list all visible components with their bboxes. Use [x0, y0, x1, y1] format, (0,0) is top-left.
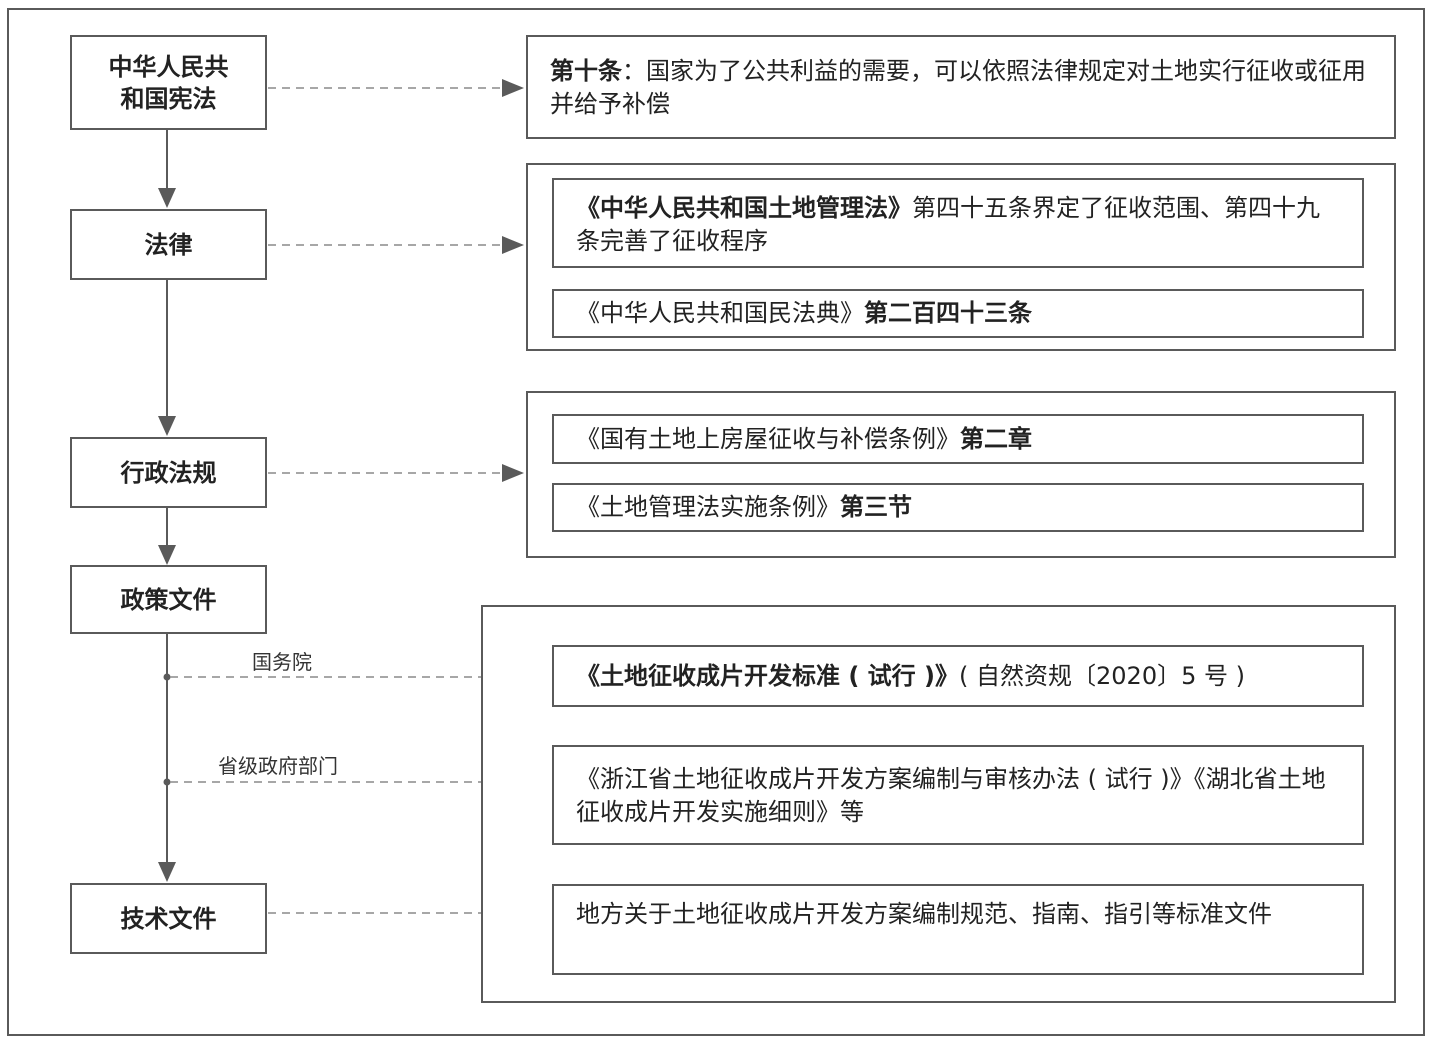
dash-arrowhead-law: [502, 236, 524, 254]
level-policy: 政策文件: [70, 565, 267, 634]
item-land-admin-impl-bold: 第三节: [840, 493, 912, 521]
item-standard-bold: 《土地征收成片开发标准 ( 试行 )》: [576, 661, 960, 690]
branch-label-state-council: 国务院: [252, 650, 312, 674]
item-civil-code-bold: 第二百四十三条: [864, 299, 1032, 327]
branch-label-provincial: 省级政府部门: [218, 754, 338, 778]
branch-dot-state-council: [163, 673, 171, 681]
dash-arrowhead-regulation: [502, 464, 524, 482]
item-expropriation-regulation-bold: 第二章: [960, 424, 1032, 453]
item-land-admin-law: 《中华人民共和国土地管理法》第四十五条界定了征收范围、第四十九条完善了征收程序: [552, 178, 1364, 268]
item-land-admin-impl: 《土地管理法实施条例》第三节: [552, 483, 1364, 532]
item-constitution-art10-text: ：国家为了公共利益的需要，可以依照法律规定对土地实行征收或征用并给予补偿: [550, 57, 1366, 118]
item-civil-code-text: 《中华人民共和国民法典》: [576, 299, 864, 327]
item-expropriation-regulation-text: 《国有土地上房屋征收与补偿条例》: [576, 424, 960, 453]
item-expropriation-regulation: 《国有土地上房屋征收与补偿条例》第二章: [552, 414, 1364, 464]
item-provincial-docs-text: 《浙江省土地征收成片开发方案编制与审核办法 ( 试行 )》《湖北省土地征收成片开…: [576, 765, 1326, 826]
item-land-admin-impl-text: 《土地管理法实施条例》: [576, 493, 840, 521]
level-law-label: 法律: [144, 230, 193, 259]
item-civil-code: 《中华人民共和国民法典》第二百四十三条: [552, 289, 1364, 338]
arrowhead-technical: [158, 862, 176, 882]
item-local-docs-text: 地方关于土地征收成片开发方案编制规范、指南、指引等标准文件: [576, 900, 1272, 928]
item-land-admin-law-bold: 《中华人民共和国土地管理法》: [576, 194, 912, 222]
level-policy-label: 政策文件: [120, 585, 217, 614]
level-technical: 技术文件: [70, 883, 267, 954]
level-technical-label: 技术文件: [120, 904, 217, 933]
item-provincial-docs: 《浙江省土地征收成片开发方案编制与审核办法 ( 试行 )》《湖北省土地征收成片开…: [552, 745, 1364, 845]
item-land-admin-law-text: 第四十五条界定了征收范围、第四十九条完善了征收程序: [576, 194, 1320, 255]
arrowhead-law: [158, 188, 176, 208]
branch-dot-provincial: [163, 778, 171, 786]
level-regulation-label: 行政法规: [120, 458, 217, 487]
item-standard-text: ( 自然资规〔2020〕5 号 ): [959, 661, 1245, 690]
item-local-docs: 地方关于土地征收成片开发方案编制规范、指南、指引等标准文件: [552, 884, 1364, 975]
item-constitution-art10-bold: 第十条: [550, 57, 622, 85]
level-constitution: 中华人民共 和国宪法: [70, 35, 267, 130]
arrowhead-regulation: [158, 416, 176, 436]
outer-frame: [7, 8, 1425, 1036]
item-standard: 《土地征收成片开发标准 ( 试行 )》( 自然资规〔2020〕5 号 ): [552, 645, 1364, 707]
level-law: 法律: [70, 209, 267, 280]
item-constitution-art10: 第十条：国家为了公共利益的需要，可以依照法律规定对土地实行征收或征用并给予补偿: [526, 35, 1396, 139]
level-constitution-label: 中华人民共 和国宪法: [108, 52, 229, 113]
level-regulation: 行政法规: [70, 437, 267, 508]
dash-arrowhead-constitution: [502, 79, 524, 97]
arrowhead-policy: [158, 545, 176, 565]
